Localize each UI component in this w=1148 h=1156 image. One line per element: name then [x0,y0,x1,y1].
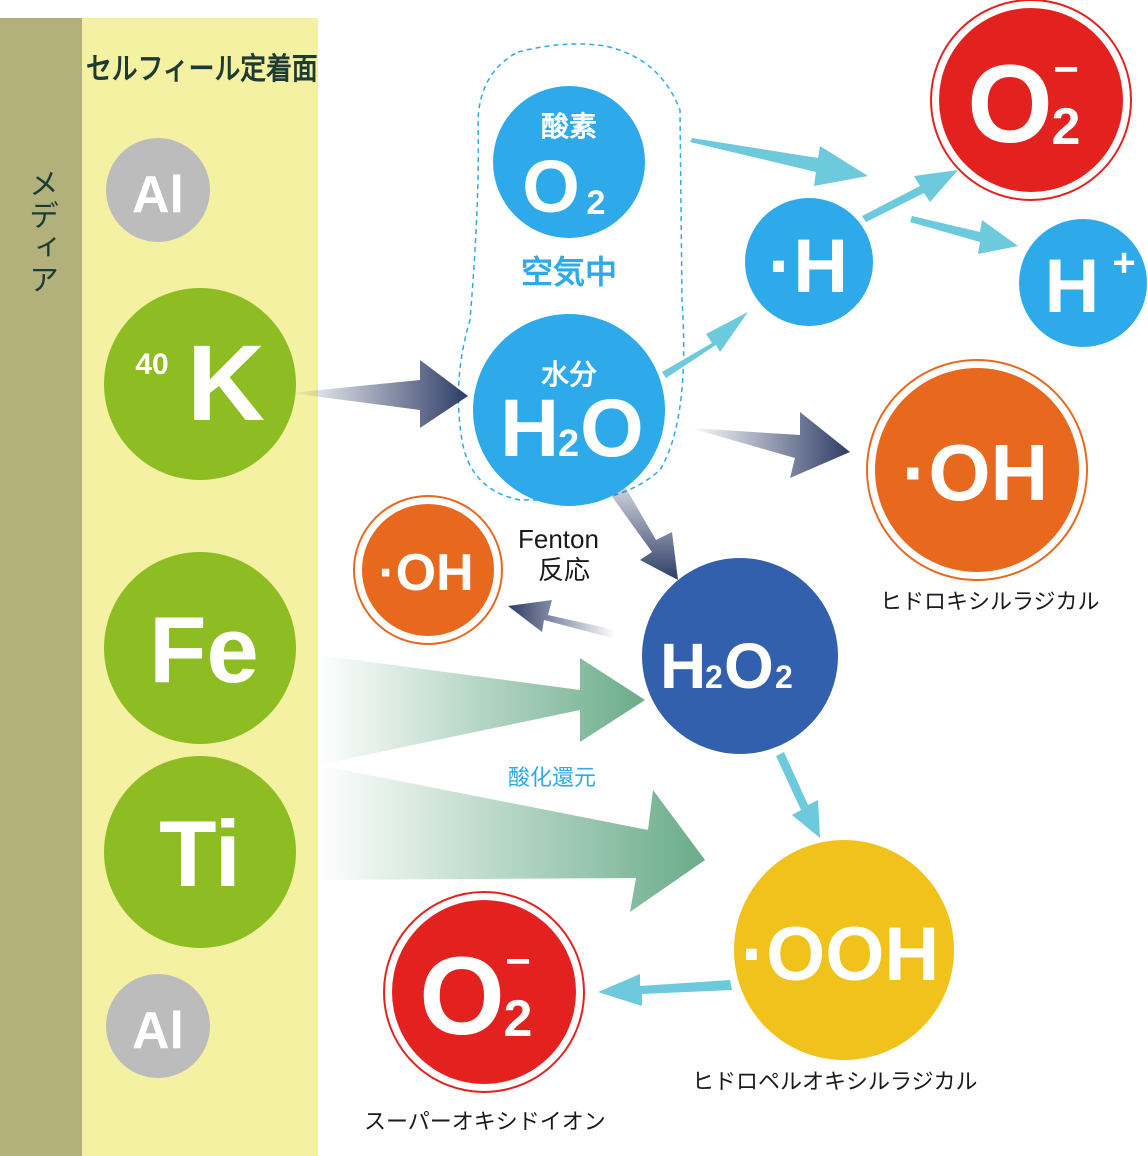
fenton-label-line1: Fenton [518,524,599,554]
peroxide-to-hydroxyl-arrow [508,600,615,638]
al-bottom-atom: Al [106,974,210,1078]
ti-symbol: Ti [159,801,241,906]
media-label: メディア [24,168,57,296]
superoxide-top: O 2 − [930,0,1132,201]
hydroxyl-small: ·OH [353,495,503,645]
air-caption: 空気中 [521,254,617,290]
h-radical: ·H [745,198,873,326]
oxygen-to-h-arrow [690,138,868,186]
redox-label: 酸化還元 [508,765,597,790]
h-to-superoxide-arrow [862,170,958,222]
svg-text:2: 2 [1052,98,1081,156]
ti-redox-arrow [318,765,705,912]
k-to-water-arrow [290,360,468,428]
superoxide-bottom: O 2 − [383,891,585,1093]
svg-text:H: H [660,630,706,702]
fe-redox-arrow [318,655,645,765]
svg-text:2: 2 [587,184,606,222]
ooh-to-superoxide-arrow [598,974,732,1006]
superoxide-top-charge: − [1053,45,1079,94]
svg-text:O: O [967,43,1053,166]
hydroperoxyl-molecule: ·OOH [734,840,954,1060]
h-to-hion-arrow [910,216,1018,254]
svg-text:2: 2 [504,990,533,1048]
air-water-group-outline [457,43,685,502]
water-to-h-arrow [662,312,748,378]
h-ion: H + [1019,219,1147,347]
al-top-symbol: Al [132,166,184,224]
media-band [0,18,82,1156]
superoxide-bottom-charge: − [505,937,531,986]
svg-text:O: O [724,630,774,702]
svg-text:O: O [580,383,644,474]
al-top-atom: Al [106,138,210,242]
h-radical-symbol: ·H [768,224,848,309]
ti-atom: Ti [104,756,296,948]
superoxide-ion-label: スーパーオキシドイオン [364,1109,606,1134]
fenton-label-line2: 反応 [538,555,591,585]
hydroxyl-large: ·OH [866,359,1088,581]
svg-text:2: 2 [775,659,793,695]
k-mass-number: 40 [135,348,168,381]
hydroxyl-large-symbol: ·OH [902,428,1049,517]
svg-text:2: 2 [705,659,723,695]
svg-text:O: O [419,935,505,1058]
water-to-hydroxyl-arrow [690,412,850,478]
al-bottom-symbol: Al [132,1002,184,1060]
hydrogen-peroxide-molecule: H 2 O 2 [642,558,838,754]
water-caption: 水分 [541,359,597,390]
oxygen-caption: 酸素 [541,111,597,142]
oxygen-molecule: 酸素 O 2 [493,86,645,238]
hydroperoxyl-symbol: ·OOH [741,912,939,997]
svg-text:2: 2 [558,423,579,465]
fe-atom: Fe [104,552,296,744]
hydroperoxyl-radical-label: ヒドロペルオキシルラジカル [692,1069,978,1094]
k-symbol: K [187,322,265,443]
fe-symbol: Fe [149,597,259,702]
peroxide-to-ooh-arrow [776,752,820,838]
surface-label: セルフィール定着面 [86,53,318,86]
k-atom: 40 K [104,288,296,480]
water-molecule: 水分 H 2 O [473,314,665,506]
water-to-peroxide-arrow [600,478,678,580]
svg-text:H: H [500,383,559,474]
svg-text:O: O [522,145,580,228]
hydroxyl-small-symbol: ·OH [378,544,473,602]
hydroxyl-radical-label: ヒドロキシルラジカル [880,589,1100,614]
h-ion-charge: + [1112,241,1135,285]
h-ion-symbol: H [1045,244,1100,329]
